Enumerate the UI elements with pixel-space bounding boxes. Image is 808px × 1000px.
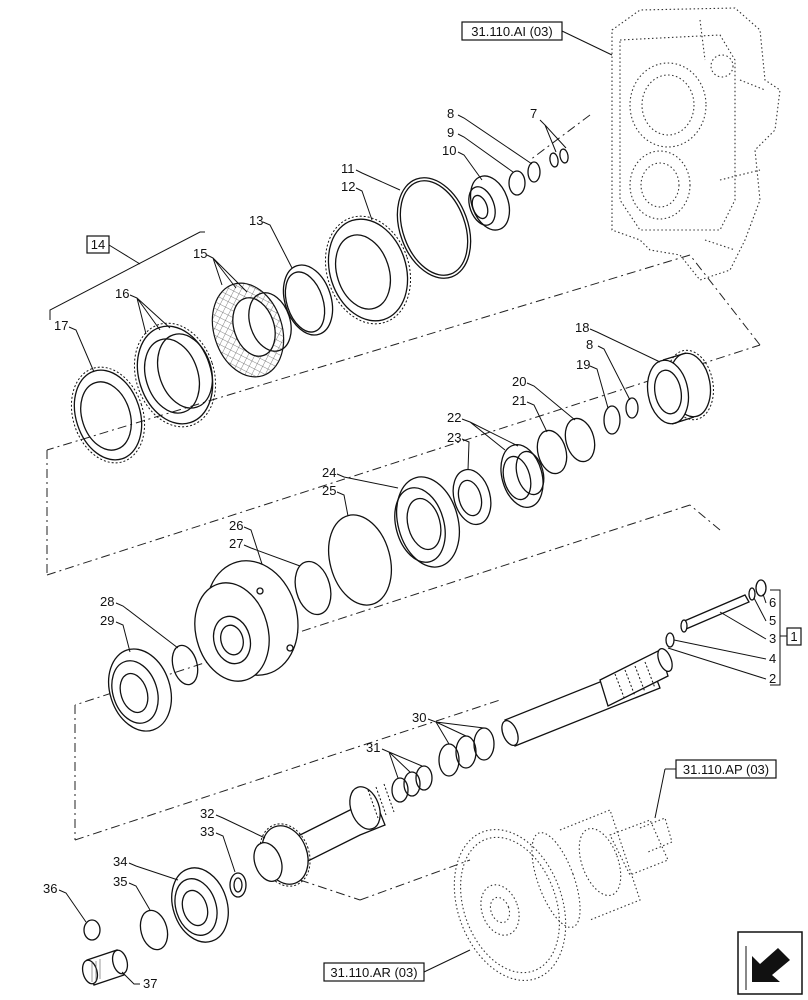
callout-16: 16 — [115, 286, 129, 301]
part-36-ring — [83, 919, 101, 941]
part-12-clutch-disc — [324, 215, 412, 325]
callout-26: 26 — [229, 518, 243, 533]
callout-4: 4 — [769, 651, 776, 666]
callout-13: 13 — [249, 213, 263, 228]
part-31-rings — [391, 765, 433, 803]
callout-12: 12 — [341, 179, 355, 194]
reference-label-kit: 1 — [790, 629, 797, 644]
kit-bracket: 1 — [770, 589, 802, 686]
reference-label-housing: 31.110.AI (03) — [471, 24, 552, 39]
callout-31: 31 — [366, 740, 380, 755]
part-3-pin — [680, 594, 750, 633]
part-18-drum — [646, 349, 714, 425]
callouts: 2 3 4 5 6 7 8 9 10 11 12 13 15 16 17 18 … — [43, 106, 776, 991]
callout-27: 27 — [229, 536, 243, 551]
part-33-ring — [229, 872, 247, 898]
part-26-hub — [194, 560, 299, 682]
gearbox-housing — [611, 7, 781, 281]
part-11-circlip — [396, 177, 472, 279]
callout-6: 6 — [769, 595, 776, 610]
reference-housing: 31.110.AI (03) — [461, 21, 613, 56]
part-9-ring — [508, 170, 526, 196]
part-8-ring — [527, 161, 541, 183]
part-8b-ring — [625, 397, 639, 419]
part-22-seal — [500, 444, 545, 508]
callout-8b: 8 — [586, 337, 593, 352]
part-32-pinion-shaft — [253, 783, 395, 887]
part-19-ring — [603, 405, 621, 435]
callout-3: 3 — [769, 631, 776, 646]
part-23-washer — [452, 468, 492, 526]
reference-shaft: 31.110.AP (03) — [654, 759, 777, 819]
part-27-ring — [294, 560, 332, 616]
callout-5: 5 — [769, 613, 776, 628]
reference-label-pack: 14 — [91, 237, 105, 252]
part-17-friction-disc — [70, 366, 146, 464]
callout-11: 11 — [341, 161, 355, 176]
callout-22: 22 — [447, 410, 461, 425]
part-16-steel-disc — [133, 322, 217, 428]
callout-2: 2 — [769, 671, 776, 686]
reference-label-shaft: 31.110.AP (03) — [683, 762, 769, 777]
part-5-ring — [748, 587, 756, 601]
callout-25: 25 — [322, 483, 336, 498]
callout-8: 8 — [447, 106, 454, 121]
callout-18: 18 — [575, 320, 589, 335]
part-10-bearing — [468, 175, 511, 231]
part-15-disc-pack — [211, 282, 292, 378]
part-30-rings — [438, 727, 495, 777]
part-24-piston — [394, 476, 460, 568]
part-7-snap-rings — [549, 148, 569, 168]
callout-29: 29 — [100, 613, 114, 628]
part-2-shaft — [501, 647, 673, 747]
reference-label-gear: 31.110.AR (03) — [330, 965, 417, 980]
callout-23: 23 — [447, 430, 461, 445]
part-29-bearing — [108, 648, 172, 732]
callout-20: 20 — [512, 374, 526, 389]
output-gear-assembly — [453, 809, 673, 981]
pack-bracket: 14 — [49, 231, 205, 320]
callout-28: 28 — [100, 594, 114, 609]
callout-9: 9 — [447, 125, 454, 140]
callout-35: 35 — [113, 874, 127, 889]
callout-19: 19 — [576, 357, 590, 372]
callout-32: 32 — [200, 806, 214, 821]
part-20-ring — [564, 417, 596, 463]
assembly-axes — [46, 114, 761, 901]
callout-37: 37 — [143, 976, 157, 991]
callout-33: 33 — [200, 824, 214, 839]
part-28-circlip — [171, 644, 199, 686]
callout-34: 34 — [113, 854, 127, 869]
callout-7: 7 — [530, 106, 537, 121]
reference-gear: 31.110.AR (03) — [323, 949, 471, 982]
part-6-ring — [755, 579, 767, 597]
callout-24: 24 — [322, 465, 336, 480]
callout-10: 10 — [442, 143, 456, 158]
part-34-bearing — [171, 867, 229, 943]
callout-30: 30 — [412, 710, 426, 725]
arrow-icon — [737, 931, 803, 995]
part-35-circlip — [139, 909, 169, 951]
callout-36: 36 — [43, 881, 57, 896]
part-37-sleeve — [81, 949, 129, 986]
callout-17: 17 — [54, 318, 68, 333]
part-13-ring — [282, 264, 334, 336]
callout-21: 21 — [512, 393, 526, 408]
callout-15: 15 — [193, 246, 207, 261]
part-4-ring — [665, 632, 675, 648]
